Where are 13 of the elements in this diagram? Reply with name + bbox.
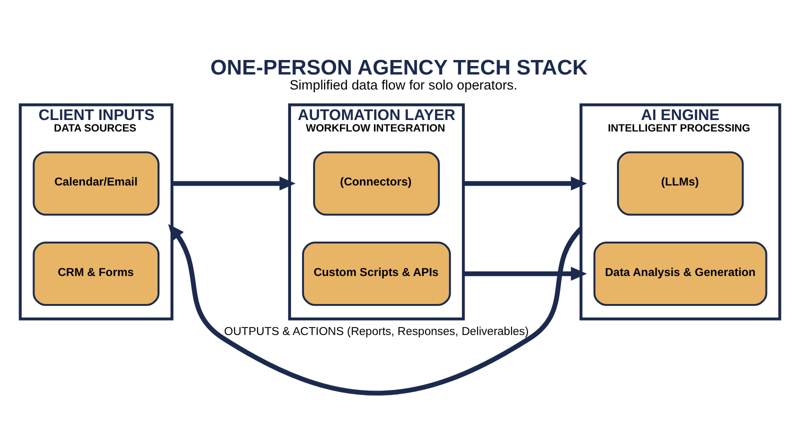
arrow [168,224,583,395]
node-box: CRM & Forms [32,241,160,306]
edge-label: OUTPUTS & ACTIONS (Reports, Responses, Deliverables) [224,325,529,338]
arrow [463,176,587,190]
node-box: Calendar/Email [32,150,160,216]
node-box: Custom Scripts & APIs [302,241,451,306]
diagram-title: ONE-PERSON AGENCY TECH STACK [210,56,588,80]
node-box: Data Analysis & Generation [593,241,768,306]
arrow [172,176,296,190]
caption: Simplified data flow for solo operators. [290,77,518,92]
arrow [463,266,587,280]
node-box: (LLMs) [617,150,744,216]
node-box: (Connectors) [313,150,440,216]
